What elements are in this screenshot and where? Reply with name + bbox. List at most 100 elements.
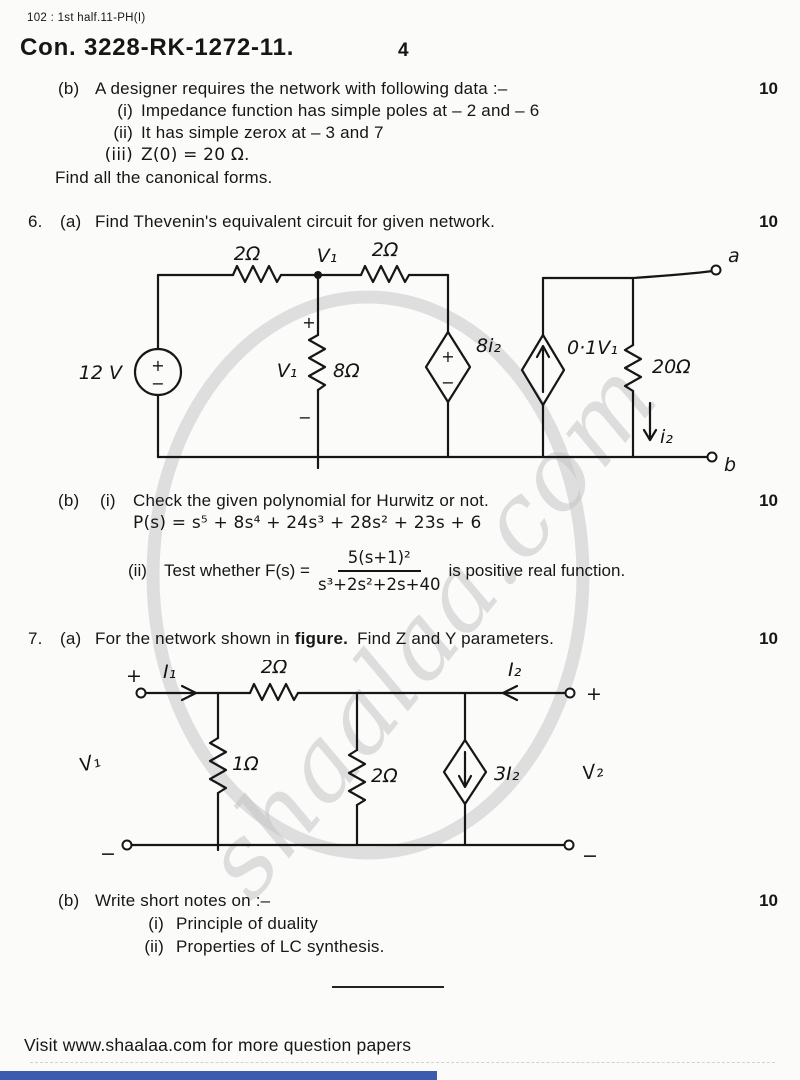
q7b-sub-i-text: Principle of duality	[176, 914, 318, 933]
q6a-marks: 10	[759, 212, 778, 231]
port2-top-terminal	[564, 687, 576, 699]
q7a-text-post: Find Z and Y parameters.	[357, 629, 555, 648]
q7b-sub-ii-label: (ii)	[144, 937, 164, 956]
exam-number: Con. 3228-RK-1272-11.	[20, 34, 295, 61]
circuit1-wires	[133, 264, 715, 470]
source-minus-sign: −	[151, 374, 164, 393]
label-i2-current: I₂	[508, 660, 522, 681]
q7-number: 7.	[28, 629, 43, 648]
q7b-sub-i-label: (i)	[148, 914, 164, 933]
fs-denominator: s³+2s²+2s+40	[317, 575, 441, 594]
label-minus-mid: −	[298, 408, 311, 427]
label-terminal-a: a	[728, 245, 740, 267]
resistor-1ohm	[208, 736, 228, 795]
label-i2-current: i₂	[660, 426, 673, 448]
end-of-paper-rule	[332, 986, 444, 988]
label-v2-port: V₂	[580, 759, 605, 785]
port1-top-terminal	[135, 687, 147, 699]
circuit2-wires	[128, 682, 568, 852]
q5b-sub-ii-text: It has simple zerox at – 3 and 7	[141, 123, 384, 142]
q5b-text: A designer requires the network with fol…	[95, 79, 508, 98]
q7b-sub-i: (i) Principle of duality	[130, 914, 318, 934]
q5b-sub-iii-text: Z(0) = 20 Ω.	[141, 145, 250, 165]
q6b-label: (b)	[58, 491, 80, 510]
label-v1-mid: V₁	[277, 360, 298, 382]
q6-number: 6.	[28, 212, 43, 231]
scan-edge-line	[30, 1062, 775, 1063]
q7a-row: 7. (a) For the network shown in figure. …	[28, 629, 554, 649]
dep1-plus-sign: +	[441, 347, 454, 366]
q6b-polynomial: P(s) = s⁵ + 8s⁴ + 24s³ + 28s² + 23s + 6	[133, 513, 482, 533]
label-dep-3i2: 3I₂	[494, 763, 520, 785]
label-shunt-2ohm: 2Ω	[371, 765, 398, 787]
q6b-ii-row: (ii) Test whether F(s) = 5(s+1)² s³+2s²+…	[128, 543, 625, 599]
q6a-label: (a)	[60, 212, 82, 231]
label-terminal-b: b	[724, 454, 736, 476]
q7a-marks: 10	[759, 629, 778, 648]
q5b-sub-i: (i) Impedance function has simple poles …	[93, 101, 539, 121]
q6b-row: (b) (i) Check the given polynomial for H…	[58, 491, 489, 511]
q7b-text: Write short notes on :–	[95, 891, 271, 910]
q6b-polynomial-text: P(s) = s⁵ + 8s⁴ + 24s³ + 28s² + 23s + 6	[133, 513, 482, 533]
q5b-sub-i-label: (i)	[117, 101, 133, 120]
label-minus-right: −	[582, 845, 598, 867]
label-v1-port: V₁	[77, 749, 103, 776]
two-port-circuit-figure: + I₁ 2Ω I₂ + V₁ 1Ω 2Ω 3I₂ V₂ − −	[77, 660, 606, 867]
q7a-text-figure: figure.	[294, 629, 349, 648]
resistor-20ohm	[623, 343, 643, 393]
dep1-minus-sign: −	[441, 373, 454, 392]
q6a-text: Find Thevenin's equivalent circuit for g…	[95, 212, 496, 231]
thevenin-circuit-figure: 2Ω V₁ 2Ω 12 V + − + V₁ 8Ω − + − 8i₂ 0·1V…	[79, 240, 740, 476]
resistor-8ohm	[307, 333, 327, 392]
port1-bottom-terminal	[121, 839, 133, 851]
q6b-i-label: (i)	[100, 491, 116, 510]
q5b-tail: Find all the canonical forms.	[55, 168, 272, 188]
q5b-sub-iii: (iii) Z(0) = 20 Ω.	[93, 145, 250, 165]
q7b-sub-ii-text: Properties of LC synthesis.	[176, 937, 385, 956]
node-v1-dot	[314, 271, 322, 279]
q5b-marks: 10	[759, 79, 778, 98]
resistor-2ohm-left	[231, 264, 283, 284]
q6b-ii-pre: Test whether F(s) =	[164, 561, 310, 580]
q6b-marks: 10	[759, 491, 778, 510]
page-number: 4	[398, 40, 409, 61]
label-minus-left: −	[100, 843, 116, 865]
q7b-label: (b)	[58, 891, 80, 910]
q7b-row: (b) Write short notes on :–	[58, 891, 270, 911]
q5b-sub-i-text: Impedance function has simple poles at –…	[141, 101, 540, 120]
q5b-sub-ii: (ii) It has simple zerox at – 3 and 7	[93, 123, 384, 143]
paper-code: 102 : 1st half.11-PH(I)	[27, 12, 146, 24]
fs-fraction: 5(s+1)² s³+2s²+2s+40	[318, 548, 441, 594]
label-dep1-8i2: 8i₂	[476, 335, 501, 357]
label-series-2ohm: 2Ω	[261, 660, 288, 678]
footer-visit-text: Visit www.shaalaa.com for more question …	[24, 1035, 412, 1055]
q7a-text-pre: For the network shown in	[95, 629, 290, 648]
label-plus-mid: +	[302, 313, 315, 332]
port2-bottom-terminal	[563, 839, 575, 851]
q7b-sub-ii: (ii) Properties of LC synthesis.	[130, 937, 385, 957]
terminal-a-node	[710, 264, 722, 276]
q6b-i-text: Check the given polynomial for Hurwitz o…	[133, 491, 489, 510]
q6b-ii-post: is positive real function.	[448, 561, 626, 580]
q5b-row: (b) A designer requires the network with…	[58, 79, 507, 99]
q7b-marks: 10	[759, 891, 778, 910]
label-dep2-01v1: 0·1V₁	[567, 337, 618, 359]
footer-blue-bar	[0, 1071, 437, 1080]
q6a-row: 6. (a) Find Thevenin's equivalent circui…	[28, 212, 495, 232]
label-1ohm: 1Ω	[232, 753, 259, 775]
label-plus-right: +	[586, 683, 602, 705]
label-source-12v: 12 V	[79, 362, 124, 384]
q6b-ii-label: (ii)	[128, 561, 147, 580]
resistor-2ohm-series	[248, 682, 300, 702]
q5b-sub-ii-label: (ii)	[113, 123, 133, 142]
q7a-label: (a)	[60, 629, 82, 648]
label-plus-left: +	[126, 665, 142, 687]
fs-numerator: 5(s+1)²	[337, 548, 421, 572]
label-r4-20ohm: 20Ω	[652, 356, 691, 378]
resistor-2ohm-shunt	[347, 748, 367, 807]
label-r2: 2Ω	[372, 240, 399, 261]
label-i1-current: I₁	[163, 661, 176, 683]
q5b-label: (b)	[58, 79, 80, 98]
label-r3: 8Ω	[333, 360, 360, 382]
